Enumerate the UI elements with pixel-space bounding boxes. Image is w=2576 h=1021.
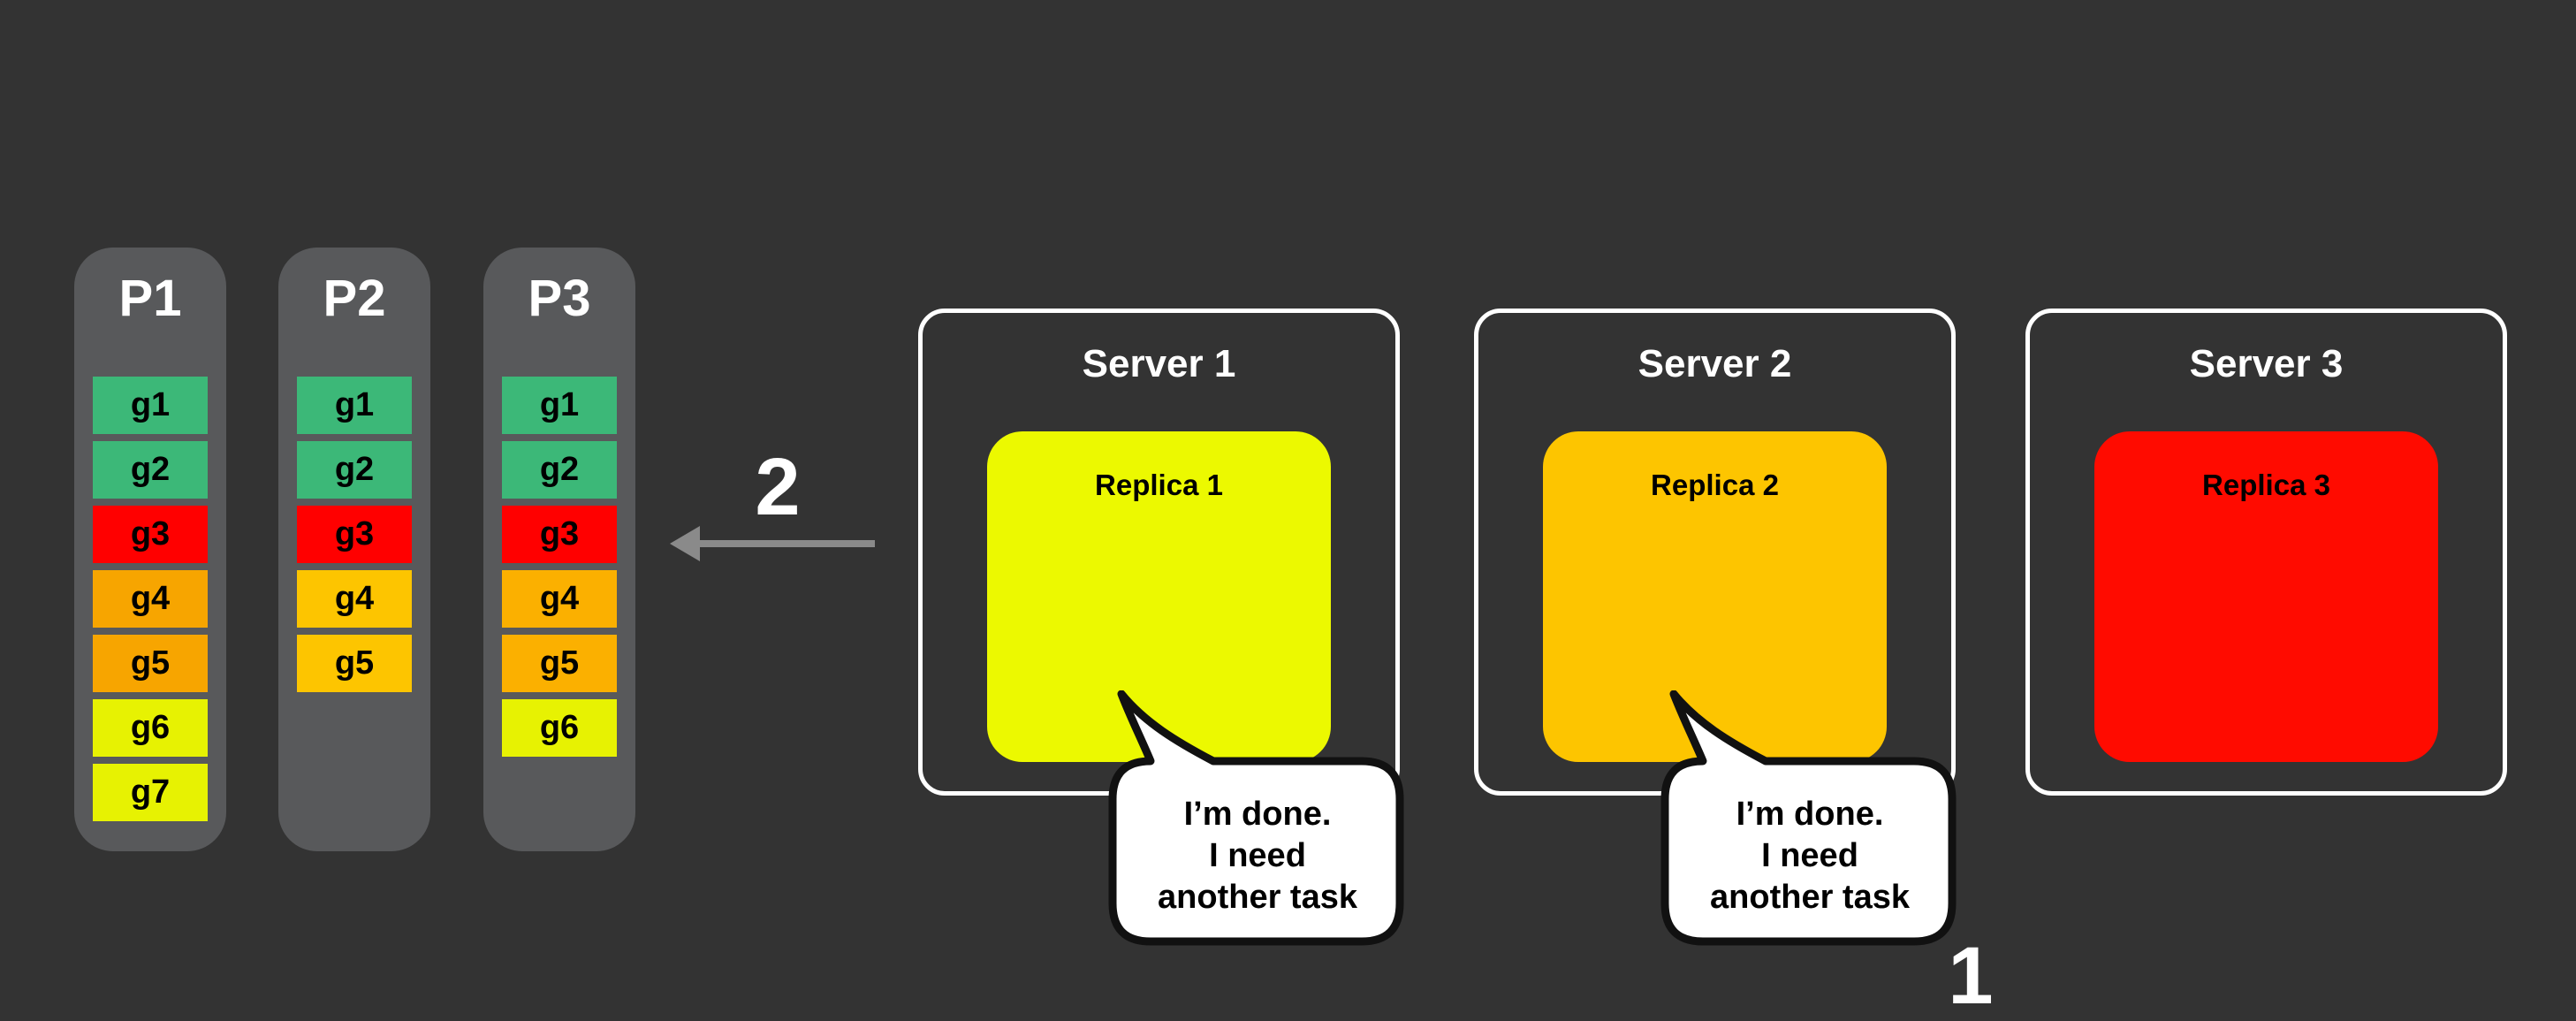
task-cell: g2 [93,441,208,499]
arrow-left-icon [670,526,875,561]
task-cell: g3 [502,506,617,563]
arrow-head [670,526,700,561]
replica-label: Replica 1 [1095,469,1223,501]
partition-box-p3: P3 g1 g2 g3 g4 g5 g6 [483,248,635,851]
speech-bubble-shape [1108,690,1404,946]
bubble-line: I’m done. [1184,796,1332,833]
task-cell: g1 [297,377,412,434]
task-list: g1 g2 g3 g4 g5 [297,377,412,699]
task-cell: g5 [297,635,412,692]
task-cell: g1 [502,377,617,434]
server-title: Server 1 [1082,342,1236,385]
task-cell: g5 [502,635,617,692]
task-cell: g3 [297,506,412,563]
task-cell: g7 [93,764,208,821]
bubble-line: I need [1209,837,1306,874]
replica-label: Replica 2 [1651,469,1779,501]
partition-box-p1: P1 g1 g2 g3 g4 g5 g6 g7 [74,248,226,851]
server-box-1: Server 1 Replica 1 [918,309,1400,796]
replica-label: Replica 3 [2202,469,2330,501]
replica-box-1: Replica 1 [987,431,1331,762]
speech-bubble-1: I’m done. I need another task [1108,690,1404,946]
partition-title: P2 [323,270,386,327]
task-cell: g4 [93,570,208,628]
bubble-line: I’m done. [1736,796,1884,833]
speech-bubble-shape [1660,690,1957,946]
diagram-canvas: { "background_color": "#333333", "arrow_… [74,248,2507,1017]
task-list: g1 g2 g3 g4 g5 g6 [502,377,617,764]
partition-box-p2: P2 g1 g2 g3 g4 g5 [278,248,430,851]
replica-box-3: Replica 3 [2094,431,2438,762]
task-list: g1 g2 g3 g4 g5 g6 g7 [93,377,208,828]
server-title: Server 2 [1638,342,1792,385]
arrow-shaft [696,540,875,547]
step-1-label: 1 [1948,931,1994,1021]
task-cell: g6 [93,699,208,757]
partition-title: P1 [118,270,182,327]
server-box-3: Server 3 Replica 3 [2025,309,2507,796]
server-title: Server 3 [2189,342,2344,385]
step-2-label: 2 [755,442,801,532]
task-cell: g4 [502,570,617,628]
task-cell: g5 [93,635,208,692]
bubble-line: I need [1761,837,1858,874]
bubble-line: another task [1158,879,1358,916]
partition-title: P3 [528,270,591,327]
bubble-line: another task [1710,879,1911,916]
task-cell: g2 [297,441,412,499]
task-cell: g6 [502,699,617,757]
task-cell: g1 [93,377,208,434]
speech-bubble-2: I’m done. I need another task [1660,690,1957,946]
replica-box-2: Replica 2 [1543,431,1887,762]
task-cell: g2 [502,441,617,499]
task-cell: g4 [297,570,412,628]
task-cell: g3 [93,506,208,563]
